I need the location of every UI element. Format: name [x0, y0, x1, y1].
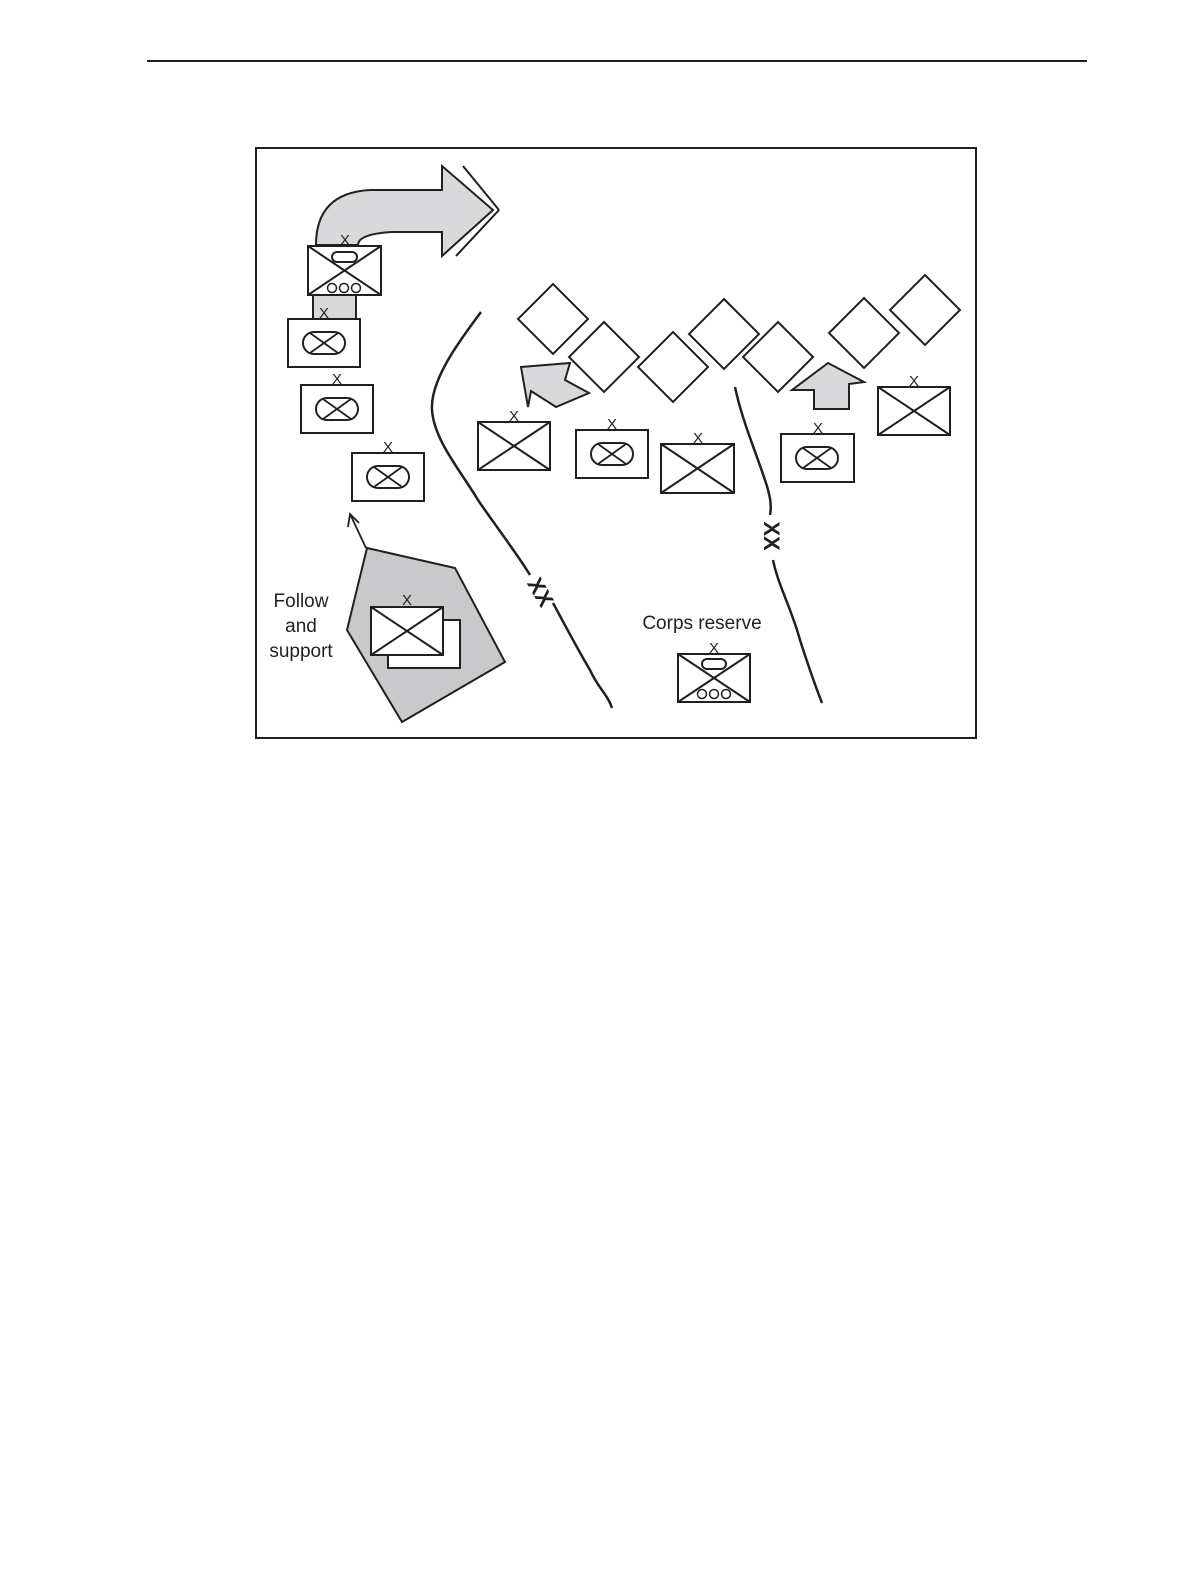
enemy-unit-symbol: [827, 296, 901, 370]
echelon-mark: X: [813, 420, 823, 437]
division-boundary-echelon: XX: [759, 521, 784, 551]
enemy-unit-symbol: [516, 282, 590, 356]
follow-support-brigades-symbol: [370, 606, 461, 669]
infantry-brigade-symbol: [877, 386, 951, 436]
echelon-mark: X: [509, 408, 519, 425]
armor-brigade-symbol: [287, 318, 361, 368]
division-boundary-line: [430, 311, 532, 576]
echelon-mark: X: [909, 373, 919, 390]
follow-and-support-label-line1: Follow: [274, 591, 329, 612]
follow-and-support-label-line3: support: [269, 641, 333, 662]
corps-reserve-label: Corps reserve: [642, 613, 761, 634]
echelon-mark: X: [709, 640, 719, 657]
echelon-mark: X: [402, 592, 412, 609]
infantry-brigade-symbol: [660, 443, 735, 494]
echelon-mark: X: [383, 439, 393, 456]
corps-reserve-brigade-symbol: [677, 653, 751, 703]
lead-cavalry-brigade-symbol: [307, 245, 382, 296]
division-boundary-line: [771, 559, 824, 704]
infantry-brigade-symbol: [477, 421, 551, 471]
echelon-mark: X: [340, 232, 350, 249]
echelon-mark: X: [332, 371, 342, 388]
armor-brigade-symbol: [575, 429, 649, 479]
page-header-rule: [147, 60, 1087, 62]
support-arrow: [347, 512, 367, 549]
attack-arrow: [789, 361, 868, 410]
enemy-unit-symbol: [636, 330, 710, 404]
division-boundary-line: [551, 602, 614, 709]
envelopment-arrow: [314, 163, 500, 259]
enemy-unit-symbol: [687, 297, 761, 371]
attack-arrow: [519, 361, 592, 409]
enemy-unit-symbol: [741, 320, 815, 394]
armor-brigade-symbol: [780, 433, 855, 483]
follow-and-support-label-line2: and: [285, 616, 317, 637]
armor-brigade-symbol: [351, 452, 425, 502]
enemy-unit-symbol: [567, 320, 641, 394]
division-boundary-line: [733, 386, 773, 516]
echelon-mark: X: [607, 416, 617, 433]
enemy-unit-symbol: [888, 273, 962, 347]
echelon-mark: X: [319, 305, 329, 322]
armor-brigade-symbol: [300, 384, 374, 434]
echelon-mark: X: [693, 430, 703, 447]
